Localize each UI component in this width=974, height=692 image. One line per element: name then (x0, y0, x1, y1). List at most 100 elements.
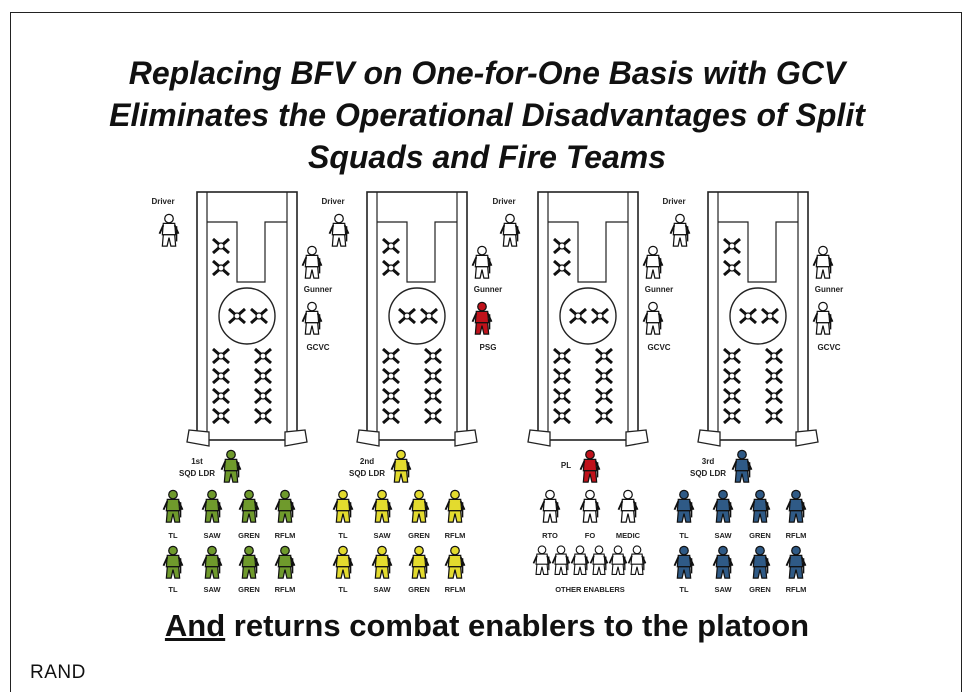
enabler-group-label: OTHER ENABLERS (555, 585, 625, 594)
seated-head (217, 412, 225, 420)
leader-label-line1: 3rd (702, 457, 715, 466)
driver-compartment (548, 221, 628, 283)
team-role-label: GREN (408, 531, 430, 540)
subtitle-emphasis: And (164, 608, 226, 643)
legs (411, 566, 427, 579)
seated-soldier-icon (765, 407, 783, 425)
team-soldier-icon (712, 489, 734, 523)
enabler-soldier-icon (608, 545, 628, 576)
torso (752, 554, 768, 568)
rear-ramp (697, 429, 819, 447)
seated-head (596, 312, 604, 320)
enabler-label: RTO (542, 531, 558, 540)
torso (734, 458, 750, 472)
seated-head (770, 412, 778, 420)
seated-head (387, 412, 395, 420)
seated-head (558, 372, 566, 380)
seated-soldier-icon (553, 387, 571, 405)
seated-head (770, 352, 778, 360)
team-role-label: RFLM (275, 531, 296, 540)
team-role-label: RFLM (786, 585, 807, 594)
torso (542, 498, 558, 512)
seated-soldier-icon (212, 347, 230, 365)
team-role-label: SAW (714, 531, 732, 540)
team-role-label: RFLM (786, 531, 807, 540)
legs (474, 266, 490, 279)
torso (474, 254, 490, 268)
rand-logo-text: RAND (30, 662, 86, 683)
enabler-soldier-icon (570, 545, 590, 576)
helmet (307, 301, 317, 312)
helmet (556, 545, 566, 555)
torso (304, 254, 320, 268)
legs (474, 322, 490, 335)
seated-soldier-icon (254, 367, 272, 385)
leader-label-line2: SQD LDR (690, 469, 726, 478)
gunner-soldier-icon (301, 245, 323, 279)
seated-soldier-icon (250, 307, 268, 325)
torso (331, 222, 347, 236)
seated-head (387, 372, 395, 380)
seated-soldier-icon (382, 407, 400, 425)
seated-soldier-icon (212, 259, 230, 277)
helmet (164, 213, 174, 224)
seated-soldier-icon (212, 237, 230, 255)
helmet (168, 545, 178, 556)
torso (630, 553, 644, 565)
team-soldier-icon (371, 545, 393, 579)
helmet (414, 489, 424, 500)
driver-soldier-icon (158, 213, 180, 247)
seated-head (387, 352, 395, 360)
seated-soldier-icon (382, 259, 400, 277)
legs (241, 566, 257, 579)
commander-soldier-icon (471, 301, 493, 335)
seated-soldier-icon (765, 387, 783, 405)
seated-soldier-icon (723, 367, 741, 385)
legs (204, 510, 220, 523)
seated-head (558, 242, 566, 250)
helmet (377, 545, 387, 556)
torso (374, 498, 390, 512)
helmet (505, 213, 515, 224)
seated-soldier-icon (212, 387, 230, 405)
seated-soldier-icon (723, 347, 741, 365)
team-soldier-icon (785, 489, 807, 523)
team-role-label: TL (679, 531, 689, 540)
seated-head (728, 392, 736, 400)
legs (277, 566, 293, 579)
torso (715, 498, 731, 512)
torso (554, 553, 568, 565)
driver-label: Driver (321, 197, 344, 206)
helmet (594, 545, 604, 555)
gunner-label: Gunner (474, 285, 502, 294)
seated-head (429, 352, 437, 360)
helmet (280, 489, 290, 500)
torso (277, 498, 293, 512)
legs (223, 470, 239, 483)
title-line-3: Squads and Fire Teams (307, 139, 667, 175)
torso (620, 498, 636, 512)
seated-head (770, 372, 778, 380)
turret-ring (388, 287, 446, 345)
team-role-label: GREN (238, 585, 260, 594)
seated-soldier-icon (398, 307, 416, 325)
helmet (679, 489, 689, 500)
helmet (648, 245, 658, 256)
seated-head (728, 372, 736, 380)
helmet (207, 489, 217, 500)
seated-soldier-icon (382, 237, 400, 255)
team-soldier-icon (332, 545, 354, 579)
leader-label-line1: 1st (191, 457, 203, 466)
enabler-soldier-icon (579, 489, 601, 523)
torso (223, 458, 239, 472)
torso (815, 254, 831, 268)
seated-head (600, 392, 608, 400)
helmet (477, 245, 487, 256)
helmet (623, 489, 633, 500)
seated-soldier-icon (553, 259, 571, 277)
team-soldier-icon (238, 545, 260, 579)
seated-soldier-icon (765, 347, 783, 365)
seated-soldier-icon (424, 387, 442, 405)
seated-soldier-icon (591, 307, 609, 325)
seated-head (558, 412, 566, 420)
